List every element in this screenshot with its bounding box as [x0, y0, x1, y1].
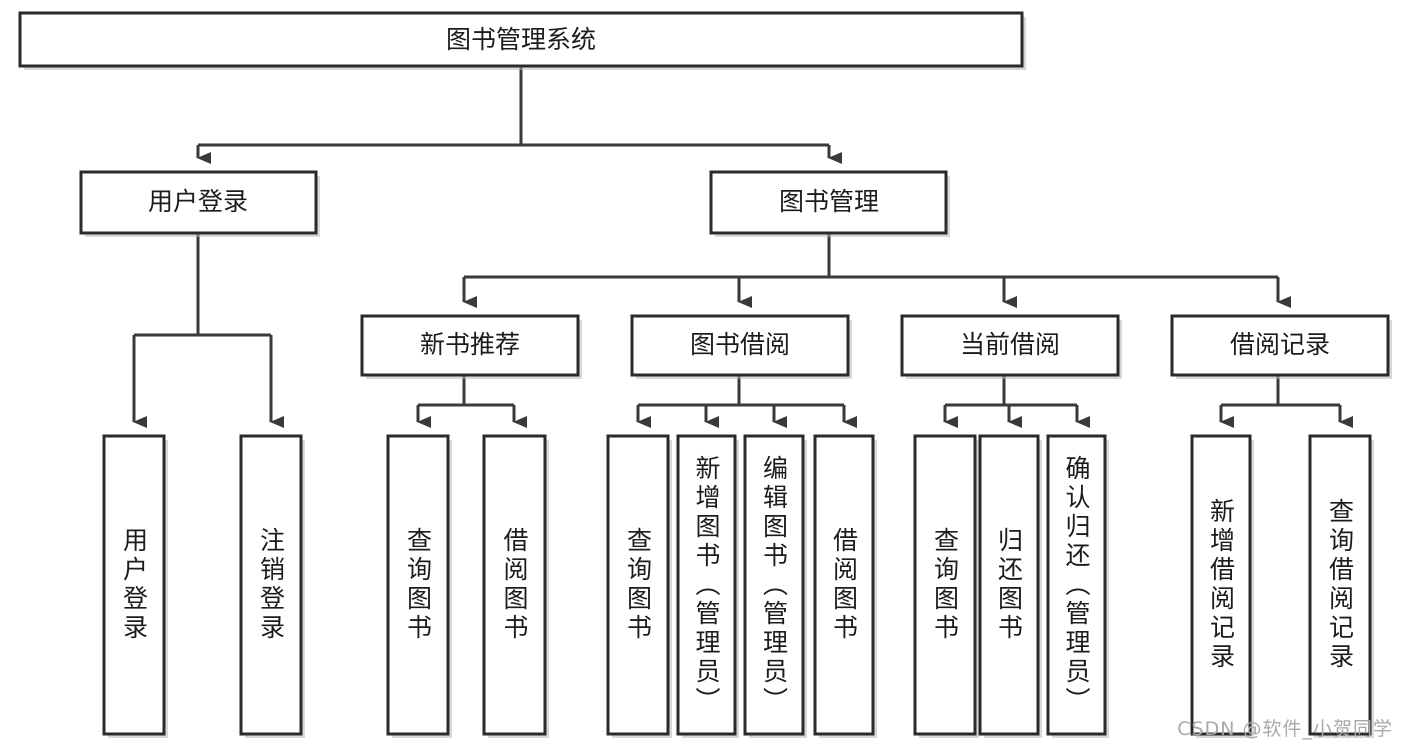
leaf-label: 查询借阅记录: [1325, 498, 1355, 672]
leaf-label: 查询图书: [403, 527, 433, 643]
leaf-node-当前借阅-0[interactable]: 查询图书: [913, 434, 979, 738]
leaf-node-图书借阅-2[interactable]: 编辑图书（管理员）: [743, 434, 807, 738]
leaf-box: [1046, 434, 1107, 736]
leaf-node-图书借阅-3[interactable]: 借阅图书: [813, 434, 877, 738]
leaf-label-wrap: 借阅图书: [829, 527, 859, 643]
leaf-label-wrap: 归还图书: [994, 527, 1024, 643]
leaf-node-新书推荐-0[interactable]: 查询图书: [386, 434, 452, 738]
user-login-box: [79, 170, 318, 235]
book-manage-box: [709, 170, 948, 235]
root-label: 图书管理系统: [446, 25, 596, 54]
book-manage-label: 图书管理: [779, 187, 879, 216]
leaf-label-wrap: 查询图书: [930, 527, 960, 643]
leaf-node-借阅记录-1[interactable]: 查询借阅记录: [1308, 434, 1374, 738]
book-borrow-label: 图书借阅: [690, 330, 790, 359]
leaf-label-wrap: 新增图书（管理员）: [692, 454, 721, 716]
user-login-label: 用户登录: [148, 187, 248, 216]
current-borrow-label: 当前借阅: [960, 330, 1060, 359]
leaf-box: [102, 434, 166, 736]
leaf-label: 借阅图书: [500, 527, 529, 643]
node-borrow-record[interactable]: 借阅记录: [1170, 314, 1392, 379]
leaf-node-图书借阅-1[interactable]: 新增图书（管理员）: [676, 434, 739, 738]
leaf-nodes: 用户登录 注销登录 查询图书 借阅图书 查询图书 新增图书（管理员） 编辑图书（管理员） 借阅…: [102, 434, 1374, 738]
leaf-box: [386, 434, 450, 736]
leaf-box: [913, 434, 977, 736]
node-root[interactable]: 图书管理系统: [18, 11, 1026, 70]
leaf-node-图书借阅-0[interactable]: 查询图书: [606, 434, 672, 738]
leaf-box: [482, 434, 547, 736]
node-current-borrow[interactable]: 当前借阅: [900, 314, 1122, 379]
leaf-box: [813, 434, 875, 736]
leaf-label-wrap: 新增借阅记录: [1206, 498, 1236, 672]
leaf-node-借阅记录-0[interactable]: 新增借阅记录: [1190, 434, 1254, 738]
leaf-label: 归还图书: [994, 527, 1024, 643]
leaf-box: [978, 434, 1040, 736]
leaf-label-wrap: 确认归还（管理员）: [1062, 454, 1091, 716]
node-book-manage[interactable]: 图书管理: [709, 170, 950, 237]
leaf-label-wrap: 注销登录: [256, 527, 286, 643]
new-book-box: [360, 314, 580, 377]
leaf-label: 注销登录: [256, 527, 286, 643]
leaf-label-wrap: 查询图书: [623, 527, 653, 643]
leaf-box: [1190, 434, 1252, 736]
leaf-label-wrap: 用户登录: [119, 527, 149, 643]
leaf-box: [743, 434, 805, 736]
borrow-record-label: 借阅记录: [1230, 330, 1330, 359]
leaf-label-wrap: 借阅图书: [500, 527, 529, 643]
leaf-label-wrap: 查询图书: [403, 527, 433, 643]
leaf-label: 新增借阅记录: [1206, 498, 1236, 672]
leaf-label: 编辑图书（管理员）: [759, 454, 789, 716]
leaf-label: 借阅图书: [829, 527, 859, 643]
borrow-record-box: [1170, 314, 1390, 377]
root-box: [18, 11, 1024, 68]
leaf-label: 确认归还（管理员）: [1062, 454, 1091, 716]
leaf-label: 新增图书（管理员）: [692, 454, 721, 716]
node-new-book-recommend[interactable]: 新书推荐: [360, 314, 582, 379]
leaf-label: 查询图书: [930, 527, 960, 643]
leaf-label-wrap: 查询借阅记录: [1325, 498, 1355, 672]
node-book-borrow[interactable]: 图书借阅: [630, 314, 852, 379]
leaf-box: [676, 434, 737, 736]
leaf-node-用户登录-1[interactable]: 注销登录: [239, 434, 305, 738]
leaf-node-当前借阅-2[interactable]: 确认归还（管理员）: [1046, 434, 1109, 738]
book-borrow-box: [630, 314, 850, 377]
current-borrow-box: [900, 314, 1120, 377]
leaf-label: 查询图书: [623, 527, 653, 643]
leaf-label-wrap: 编辑图书（管理员）: [759, 454, 789, 716]
leaf-node-新书推荐-1[interactable]: 借阅图书: [482, 434, 549, 738]
leaf-box: [239, 434, 303, 736]
connector-edges: [132, 66, 1353, 428]
leaf-node-用户登录-0[interactable]: 用户登录: [102, 434, 168, 738]
leaf-label: 用户登录: [119, 527, 149, 643]
leaf-box: [606, 434, 670, 736]
new-book-label: 新书推荐: [420, 330, 520, 359]
leaf-box: [1308, 434, 1372, 736]
leaf-node-当前借阅-1[interactable]: 归还图书: [978, 434, 1042, 738]
node-user-login[interactable]: 用户登录: [79, 170, 320, 237]
